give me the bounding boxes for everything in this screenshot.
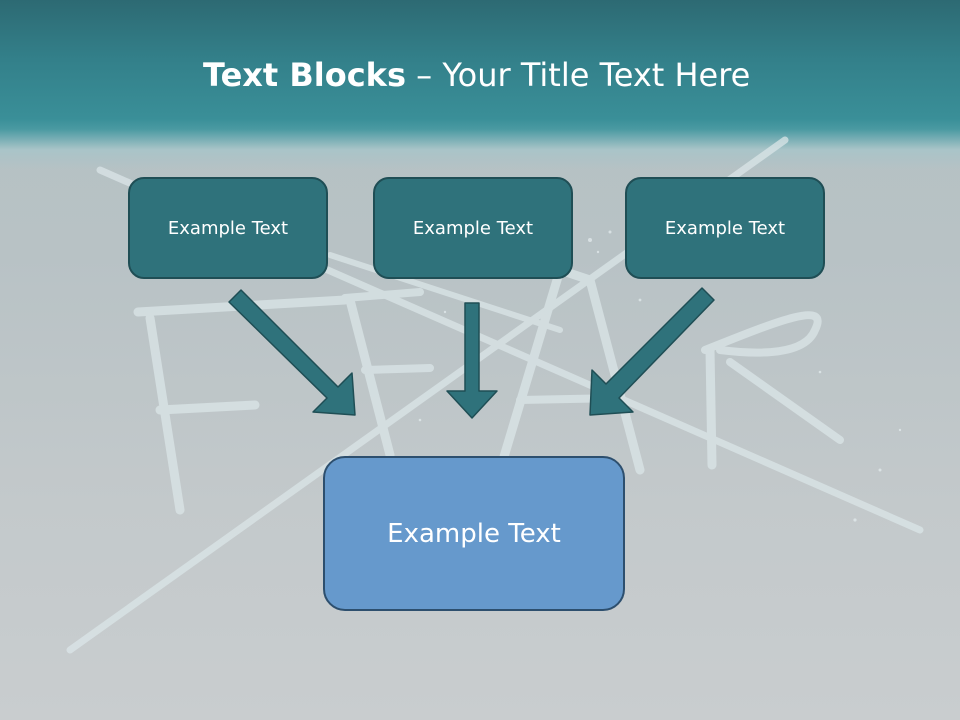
arrow-right	[589, 287, 715, 416]
top-box-3-label: Example Text	[664, 217, 786, 239]
top-box-1-label: Example Text	[167, 217, 289, 239]
title-rest: Your Title Text Here	[442, 56, 751, 94]
slide-title: Text Blocks – Your Title Text Here	[203, 52, 750, 98]
bottom-box[interactable]: Example Text	[323, 456, 625, 611]
arrow-left	[228, 289, 356, 416]
top-box-3[interactable]: Example Text	[625, 177, 825, 279]
header-band	[0, 0, 960, 170]
arrow-center	[446, 302, 498, 419]
title-bold-part: Text Blocks	[203, 56, 406, 94]
top-box-2-label: Example Text	[412, 217, 534, 239]
title-separator: –	[406, 56, 443, 94]
bottom-box-label: Example Text	[387, 518, 561, 549]
top-box-1[interactable]: Example Text	[128, 177, 328, 279]
top-box-2[interactable]: Example Text	[373, 177, 573, 279]
